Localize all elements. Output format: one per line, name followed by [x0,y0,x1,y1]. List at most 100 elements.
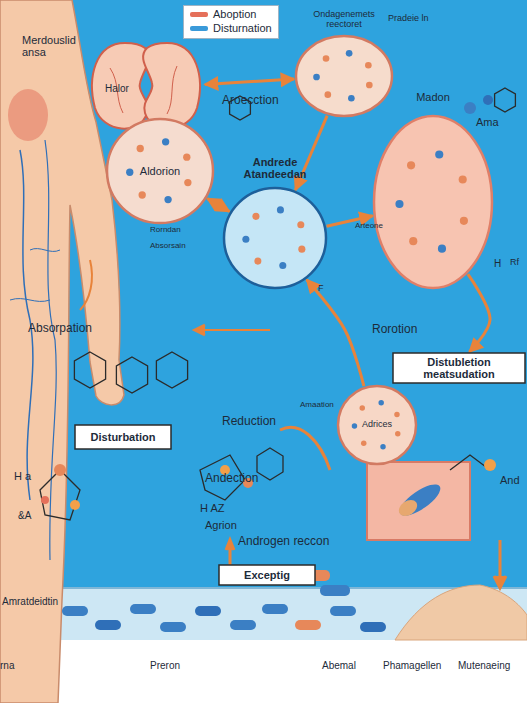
particle-dot [365,62,372,69]
text-label: Amaation [300,401,334,410]
capsule [230,620,256,630]
text-label: And [500,474,520,486]
decor-arrow [80,260,506,588]
cell-circle: Adrices [336,384,418,466]
decor-arrow [280,427,330,470]
node-label: Exceptig [244,569,290,581]
flow-arrow [468,274,490,352]
text-label: H [494,258,501,269]
text-label: Abemal [322,660,356,671]
particle-dot [242,236,249,243]
atom-ball [41,496,49,504]
human-figure [8,89,48,141]
node-label-group: Aldorion [105,117,215,225]
legend-swatch [190,26,208,31]
cell-circle: Ondagenemets reectoret [294,6,394,118]
decor-arrow [80,260,92,310]
text-label: rna [0,660,14,671]
decor-arrow [195,325,205,335]
molecule-symbol [156,352,187,388]
edge-label: Rorotion [372,323,417,336]
molecule-symbol [40,88,515,520]
particle-dot [313,74,320,81]
particle-dot [361,440,366,445]
process-box: Distubletion meatsudation [392,352,526,384]
capsule [262,604,288,614]
node-label-group: Exceptig [218,564,316,586]
particle-dot [323,55,330,62]
pink-box [367,462,470,540]
pink-box [396,497,420,520]
text-label: H a [14,470,31,482]
human-figure [30,249,60,252]
capsule [95,620,121,630]
capsule [330,606,356,616]
atom-ball [483,95,493,105]
node-label: Ondagenemets reectoret [297,10,391,30]
decor-arrow [494,576,506,588]
molecule-symbol [495,88,516,112]
molecule-symbol [116,357,147,393]
text-label: H AZ [200,502,224,514]
capsule [360,622,386,632]
text-label: Ama [476,116,499,128]
particle-dot [407,161,415,169]
text-label: Rorndan [150,226,181,235]
text-label: Phamagellen [383,660,441,671]
molecule-symbol [74,352,105,388]
text-label: &A [18,510,31,521]
capsule [130,604,156,614]
node-outline [222,186,328,290]
particle-dot [435,150,443,158]
particle-dot [395,431,400,436]
circle-outline [107,119,213,223]
particle-dot [297,221,304,228]
particle-dot [139,191,146,198]
node-label: Adrices [362,420,392,430]
particle-dot [438,245,446,253]
capsule [320,585,350,596]
legend-swatch [190,12,208,17]
circle-outline [296,36,392,116]
text-label: Amratdeidtin [2,596,58,607]
process-box: Exceptig [218,564,316,586]
node-label: Madon [416,91,450,103]
particle-dot [366,82,373,89]
node-label: Andrede Atandeedan [225,156,325,180]
node-label: Halor [105,83,129,94]
particle-dot [348,95,355,102]
legend-row: Aboption [190,8,272,22]
text-label: Pradeie ln [388,14,433,24]
molecule-symbol [257,448,283,480]
particle-dot [252,213,259,220]
atom-ball [484,459,496,471]
capsule [195,606,221,616]
circle-outline [224,188,326,288]
particle-dot [126,169,133,176]
node-label: Distubletion meatsudation [395,356,523,380]
legend-row: Disturnation [190,22,272,36]
atom-ball [464,102,476,114]
particle-dot [460,217,468,225]
particle-dot [395,200,403,208]
particle-dot [346,50,353,57]
process-box: Disturbation [74,424,172,450]
particle-dot [277,206,284,213]
capsule [295,620,321,630]
node-outline [294,34,394,118]
particle-dot [360,405,365,410]
atom-ball [41,95,496,510]
text-label: Merdouslid ansa [22,34,92,58]
node-label-group: Adrices [336,384,418,466]
flow-arrow [207,199,229,212]
particle-dot [352,423,357,428]
powder-pile [395,585,527,640]
legend-box: AboptionDisturnation [183,5,279,39]
decor-arrow [226,540,234,550]
text-label: Arteone [355,222,383,231]
particle-dot [324,91,331,98]
text-label: Mutenaeing [458,660,510,671]
box-outline [393,353,525,383]
capsule [160,622,186,632]
